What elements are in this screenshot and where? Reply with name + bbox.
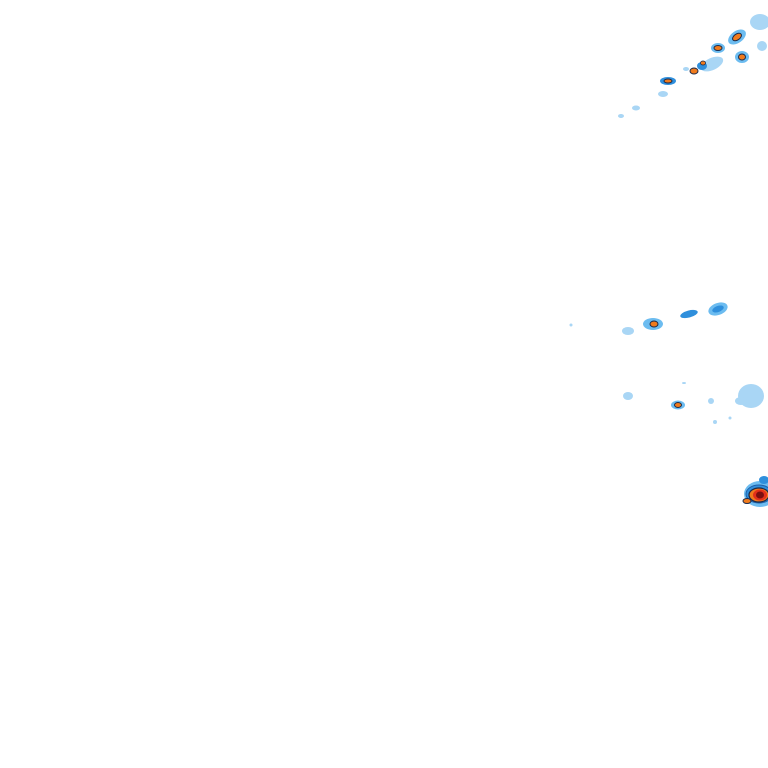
precip-cell xyxy=(663,78,673,84)
precip-cell xyxy=(732,32,742,42)
precip-cell xyxy=(682,382,686,384)
precip-cell xyxy=(683,67,689,71)
precip-cell xyxy=(738,53,746,61)
precip-cell xyxy=(569,323,573,327)
precip-cell xyxy=(680,309,698,319)
precip-cell xyxy=(623,392,633,400)
precip-cell xyxy=(713,45,723,51)
precip-cell xyxy=(618,114,624,118)
precip-cell xyxy=(750,14,768,30)
precip-cell xyxy=(674,402,682,408)
precip-band-lower xyxy=(623,382,764,424)
precip-cell xyxy=(756,491,764,499)
precip-cell xyxy=(700,60,706,66)
precip-cell xyxy=(759,476,768,484)
precip-cell xyxy=(689,67,699,75)
precip-cell xyxy=(658,91,668,97)
precip-cell xyxy=(757,41,767,51)
precip-cell xyxy=(735,397,747,405)
storm-cell-intense xyxy=(742,476,768,507)
precip-cell xyxy=(622,327,634,335)
precip-cell xyxy=(708,398,714,404)
precip-band-middle xyxy=(569,302,728,335)
precip-cell xyxy=(712,305,724,313)
precip-cell xyxy=(728,416,732,420)
precip-cell xyxy=(742,498,752,504)
precip-cell xyxy=(713,420,717,424)
precip-cell xyxy=(649,320,659,328)
precip-band-northeast xyxy=(618,14,768,118)
precip-cell xyxy=(632,105,640,111)
